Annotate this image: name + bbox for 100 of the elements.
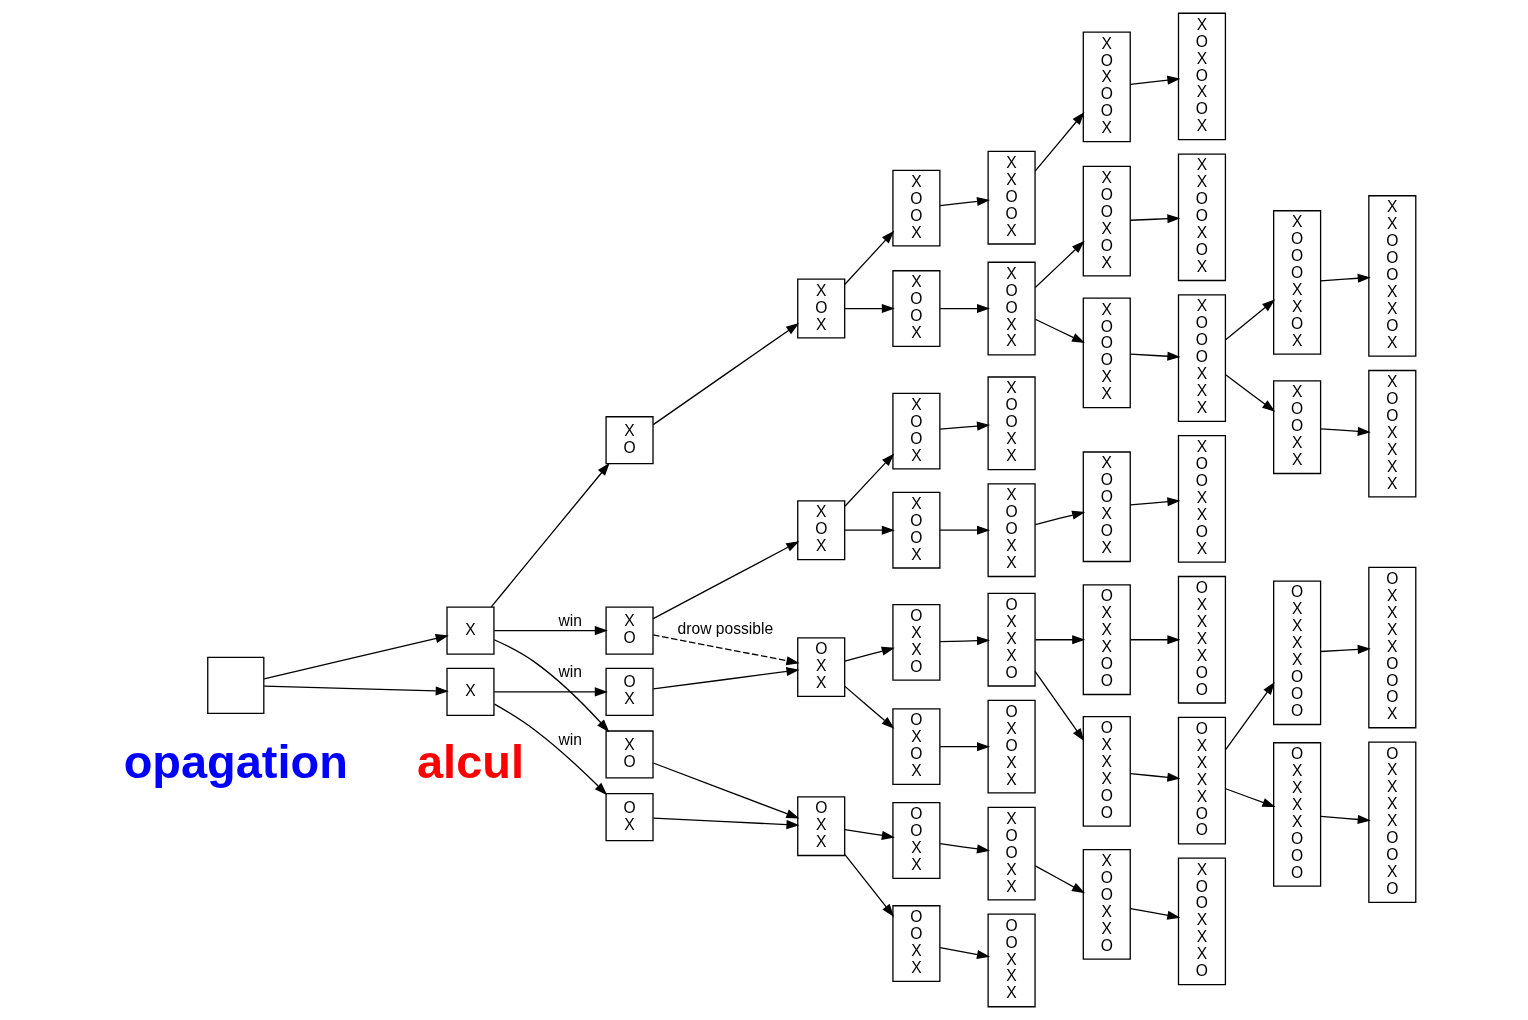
node-box: X X O O X: [986, 150, 1036, 245]
node-box: X O X: [796, 278, 845, 339]
arrow: [843, 304, 895, 314]
node-box: X O O X: [891, 491, 940, 569]
arrow: [938, 196, 990, 207]
node-box: O O X X: [891, 905, 940, 982]
edge-label: win: [558, 612, 582, 630]
arrow: [843, 230, 894, 285]
node-box: O X X X X O O O: [1272, 580, 1321, 726]
node-box: X X O O X O X: [1177, 153, 1226, 282]
node-box: O X X: [796, 796, 845, 857]
edge-label: win: [558, 730, 582, 748]
node-box: X O O X X: [986, 376, 1036, 471]
arrow: [1034, 510, 1085, 526]
arrow: [938, 843, 990, 854]
arrow: [1319, 644, 1371, 654]
arrow: [1129, 214, 1180, 224]
label: opagation: [123, 735, 348, 788]
arrow: [843, 853, 894, 917]
arrow: [1034, 865, 1085, 894]
node-box: O X X X O: [986, 592, 1036, 687]
arrow: [1319, 814, 1371, 824]
node-box: O X: [604, 667, 654, 716]
arrow: [1129, 907, 1180, 920]
arrow: [938, 742, 990, 752]
arrow: [652, 323, 799, 426]
node-box: X O O O X X: [1082, 297, 1131, 409]
arrow: [493, 626, 608, 636]
node-box: O X X: [796, 637, 845, 698]
node-box: O X: [604, 792, 654, 842]
node-box: X O O X X O: [1082, 849, 1131, 960]
arrow: [493, 703, 607, 796]
node-box: O X X X X O O O: [1272, 742, 1321, 887]
node-box: X X O O O X X O X: [1367, 195, 1416, 357]
node-box: X O O O X X O X: [1272, 210, 1321, 355]
arrow: [1034, 635, 1085, 645]
node-box: X O X: [796, 500, 845, 561]
arrow: [1129, 772, 1180, 782]
node-box: X O O X X: [986, 483, 1036, 578]
node-box: X O O X: [891, 270, 940, 347]
label: alcul: [416, 735, 524, 788]
node-box: X O: [604, 730, 654, 779]
arrow: [1034, 240, 1085, 289]
node-box: O X X O: [891, 603, 940, 681]
node-box: X O O X: [891, 392, 940, 470]
arrow: [1034, 318, 1085, 344]
arrow: [1129, 497, 1180, 507]
node-box: O X O X: [891, 708, 940, 786]
arrow: [1129, 75, 1180, 85]
arrow: [1033, 670, 1084, 742]
node-box: X O O X X X O: [1177, 857, 1226, 986]
arrow: [1224, 788, 1275, 807]
arrow: [493, 639, 609, 733]
node-box: X O O X X: [986, 806, 1036, 901]
arrow: [843, 525, 895, 535]
node-box: X O O X X X X: [1367, 369, 1416, 498]
node-box: O X X X O O: [1082, 584, 1131, 696]
arrow: [1319, 273, 1371, 283]
node-box: X O: [604, 416, 654, 465]
arrow: [938, 525, 990, 535]
arrow: [843, 685, 894, 729]
arrow: [1034, 111, 1085, 172]
node-box: X: [445, 606, 495, 655]
arrow: [1224, 299, 1275, 341]
node-box: X O O X O X: [1082, 451, 1131, 563]
arrow: [652, 634, 799, 666]
arrow: [843, 646, 895, 662]
node-box: X O X O X O X: [1177, 12, 1226, 141]
node-box: O O X X: [891, 802, 940, 879]
arrow: [652, 762, 799, 819]
node-box: X O O O X X X: [1177, 294, 1226, 422]
node-box: O X X X X O O: [1177, 575, 1226, 704]
arrow: [490, 462, 610, 608]
node-box: X O O X X O X: [1177, 435, 1226, 563]
node-box: X O O X O X: [1082, 165, 1131, 277]
node-box: O X X X X O O O X: [1367, 566, 1416, 729]
node-box: [206, 656, 264, 715]
arrow: [1129, 635, 1180, 645]
edge-label: drow possible: [677, 620, 773, 637]
arrow: [843, 453, 894, 507]
arrow: [263, 685, 449, 696]
arrow: [652, 666, 799, 690]
arrow: [493, 687, 608, 697]
arrow: [938, 947, 990, 959]
arrow: [652, 817, 799, 830]
arrow: [938, 636, 990, 646]
node-box: O X X X O O: [1082, 716, 1131, 827]
node-box: X O X O O X: [1082, 31, 1131, 143]
arrow: [1224, 374, 1275, 412]
edge-label: win: [558, 663, 582, 681]
arrow: [938, 421, 990, 431]
node-box: X O O X: [891, 169, 940, 247]
arrow: [1129, 351, 1180, 361]
arrow: [1319, 426, 1371, 436]
arrow: [843, 829, 895, 840]
arrow: [938, 304, 990, 314]
arrow: [652, 541, 799, 620]
node-box: O X X X X O O: [1177, 716, 1226, 845]
node-box: X O O X X: [986, 261, 1036, 356]
node-box: X O: [604, 606, 654, 655]
